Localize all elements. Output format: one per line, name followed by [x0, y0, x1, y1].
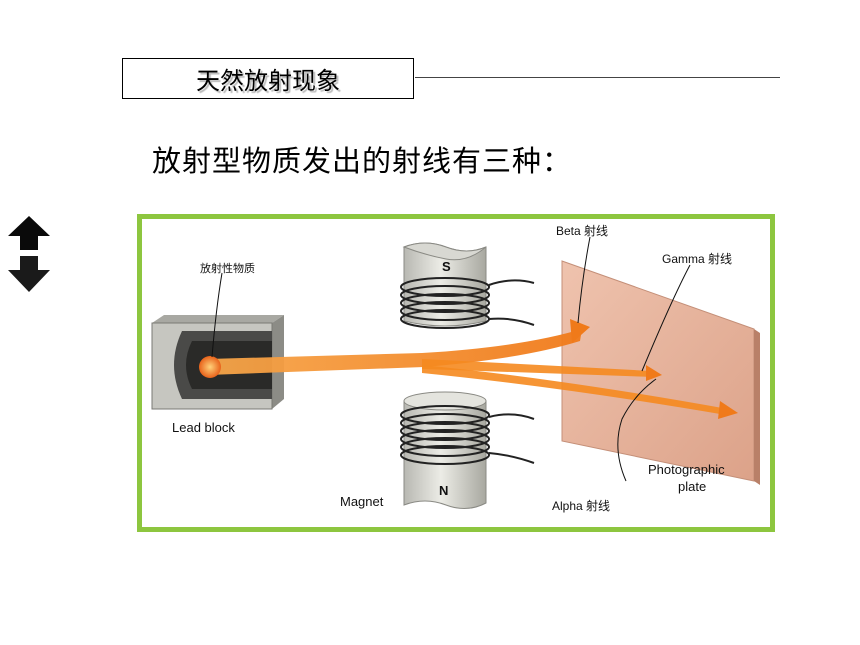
radiation-diagram: 放射性物质 Lead block Magnet S N Beta 射线 Gamm… — [137, 214, 775, 532]
down-arrow-icon[interactable] — [8, 256, 50, 292]
label-plate: plate — [678, 479, 706, 494]
label-pole-n: N — [439, 483, 448, 498]
magnet-n-pole — [400, 391, 535, 509]
label-radioactive-substance: 放射性物质 — [200, 261, 255, 275]
label-photographic: Photographic — [648, 462, 725, 477]
label-beta: Beta 射线 — [556, 223, 608, 238]
label-alpha: Alpha 射线 — [552, 498, 610, 513]
up-arrow-icon[interactable] — [8, 216, 50, 250]
slide-subtitle: 放射型物质发出的射线有三种： — [152, 144, 573, 178]
nav-arrows[interactable] — [6, 214, 52, 294]
label-gamma: Gamma 射线 — [662, 251, 732, 266]
title-divider-line — [415, 77, 780, 78]
radiation-beams — [199, 319, 738, 419]
label-pole-s: S — [442, 259, 451, 274]
label-magnet: Magnet — [340, 494, 384, 509]
label-lead-block: Lead block — [172, 420, 235, 435]
slide-title: 天然放射现象 — [196, 67, 340, 95]
photographic-plate — [561, 260, 760, 485]
magnet-s-pole — [400, 242, 535, 329]
slide-title-box: 天然放射现象 — [122, 58, 414, 99]
radioactive-source — [199, 356, 221, 378]
